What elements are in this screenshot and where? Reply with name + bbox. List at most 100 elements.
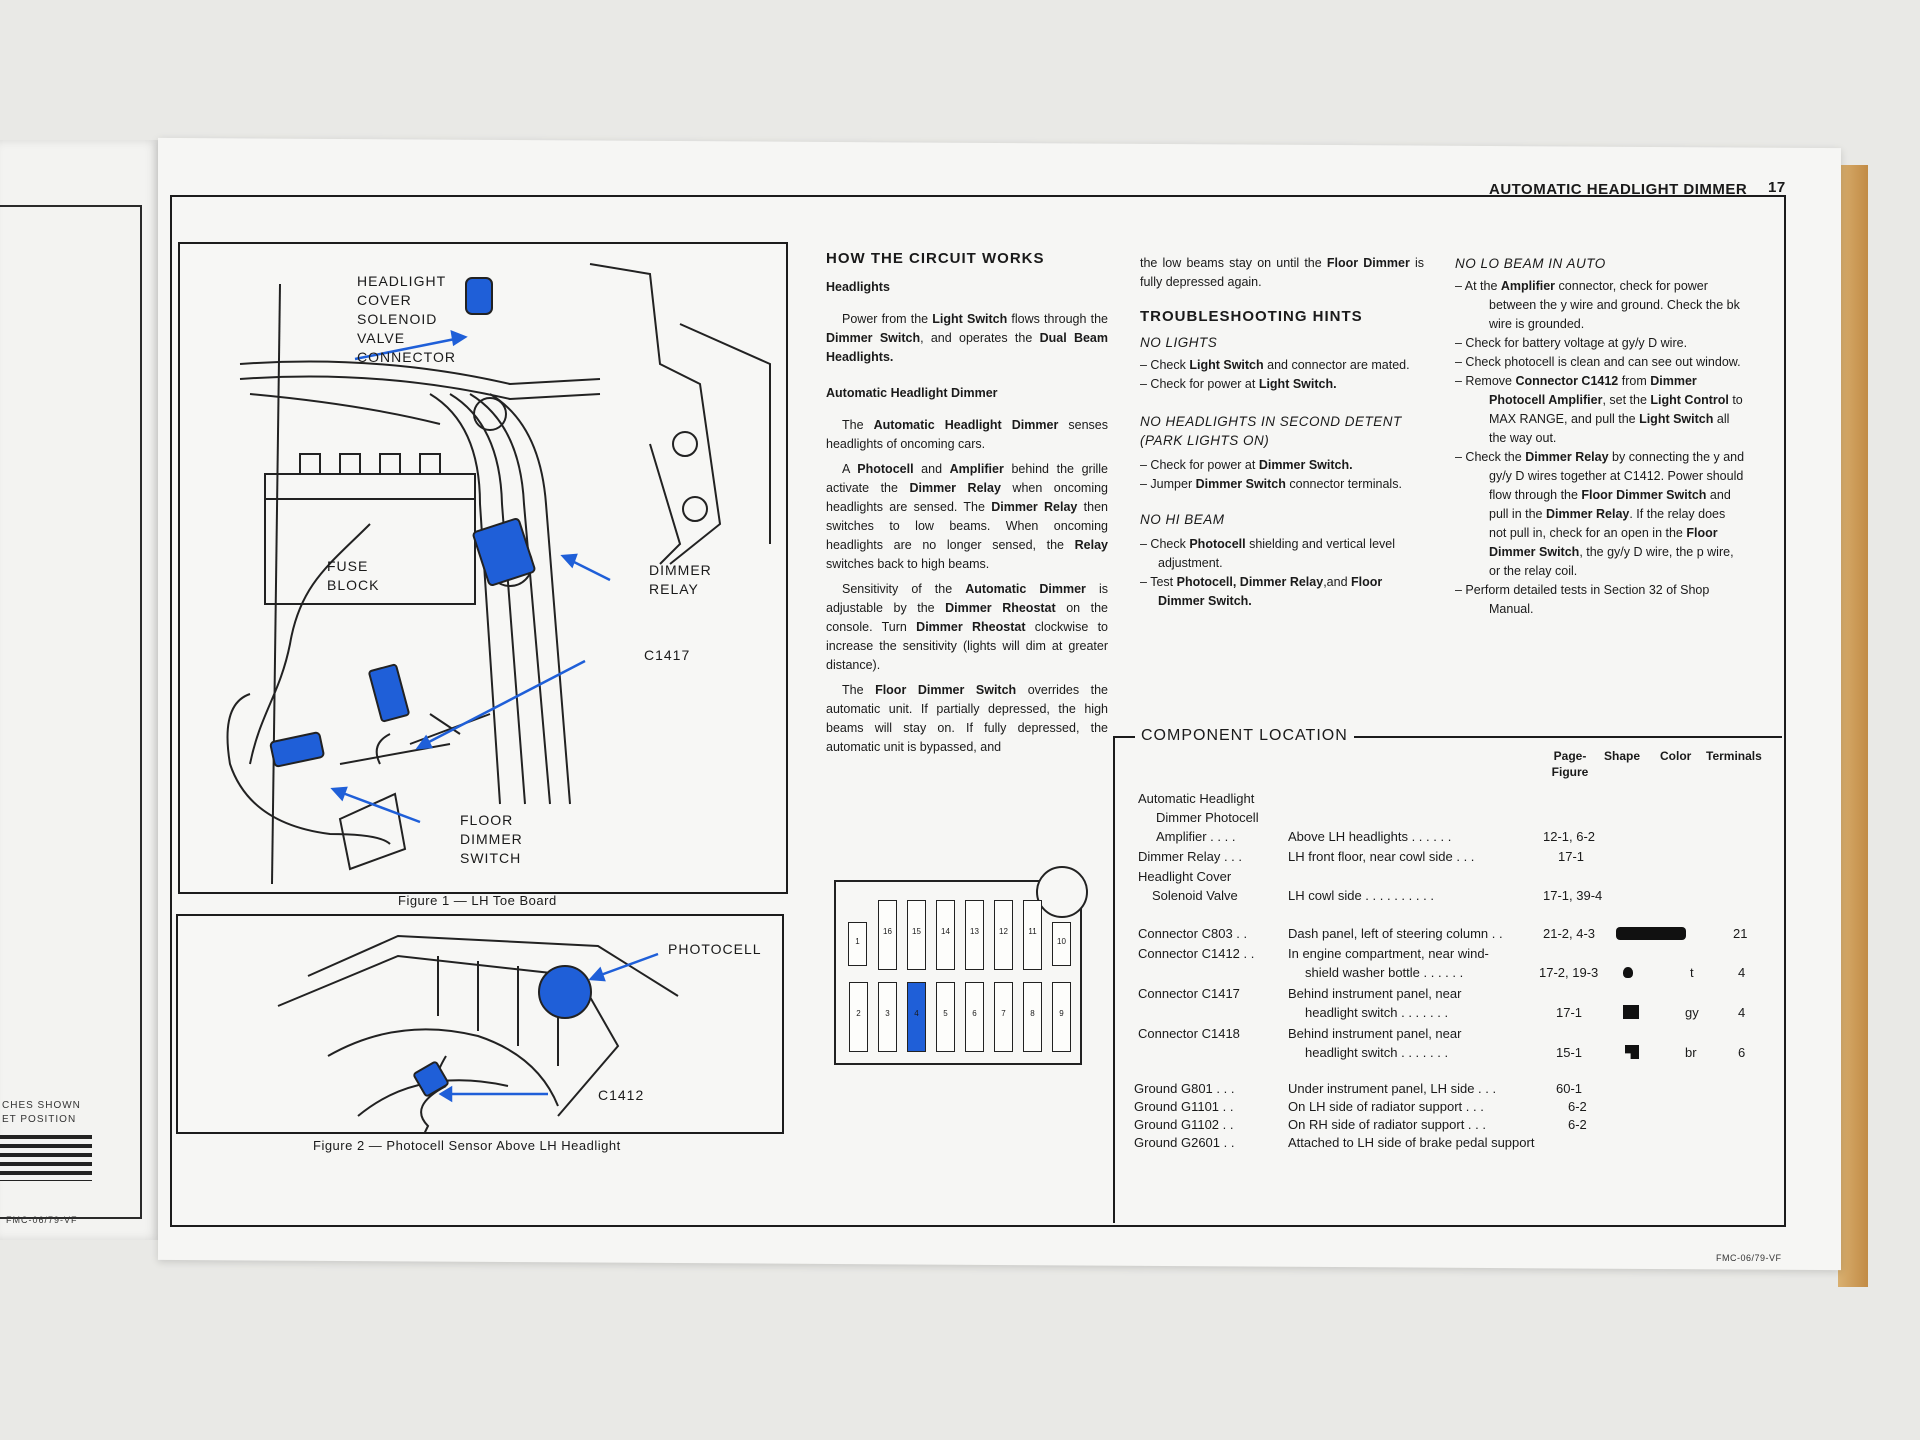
text: Sensitivity of the: [842, 582, 966, 596]
no-lo-beam-column: NO LO BEAM IN AUTO – At the Amplifier co…: [1455, 256, 1745, 619]
row-location: shield washer bottle . . . . . .: [1305, 965, 1464, 980]
col-header-color: Color: [1660, 749, 1692, 763]
table-row: Connector C803 . .Dash panel, left of st…: [1138, 924, 1778, 944]
paragraph-senses: The Automatic Headlight Dimmer senses he…: [826, 416, 1108, 454]
table-row: shield washer bottle . . . . . .17-2, 19…: [1138, 963, 1778, 984]
no-headlights-heading: NO HEADLIGHTS IN SECOND DETENT (PARK LIG…: [1140, 414, 1402, 448]
left-page: [0, 140, 160, 1240]
text: . If the relay does not pull in, check f…: [1489, 507, 1726, 540]
text: – Remove: [1455, 374, 1516, 388]
label-headlight-cover-solenoid-valve-connector: HEADLIGHT COVER SOLENOID VALVE CONNECTOR: [357, 272, 456, 367]
paragraph-photocell: A Photocell and Amplifier behind the gri…: [826, 460, 1108, 574]
c1412-connector-part: [413, 1061, 449, 1097]
text: overrides the automatic unit. If partial…: [826, 683, 1108, 754]
text: Dimmer Rheostat: [916, 620, 1026, 634]
table-row: Ground G1101 . .On LH side of radiator s…: [1134, 1097, 1778, 1115]
text: – Check for power at: [1140, 377, 1259, 391]
label-photocell: PHOTOCELL: [668, 941, 762, 957]
text: then switches to low beams. When oncomin…: [826, 500, 1108, 552]
paragraph-power-flow: Power from the Light Switch flows throug…: [826, 310, 1108, 367]
text: to MAX RANGE, and pull the: [1489, 393, 1743, 426]
text: Dimmer Switch: [826, 331, 921, 345]
text: Light Switch: [1639, 412, 1714, 426]
toe-board-illustration: [226, 263, 771, 885]
text: Amplifier: [1500, 279, 1556, 293]
text: connector, check for power between the y…: [1489, 279, 1740, 331]
row-page-figure: 17-1: [1556, 1005, 1583, 1020]
text: Dimmer Relay: [1525, 450, 1609, 464]
text: Dimmer Relay: [909, 481, 1001, 495]
fuse-9: 9: [1052, 982, 1071, 1052]
fuse-6: 6: [965, 982, 984, 1052]
text: behind the grille activate the: [826, 462, 1108, 495]
figure-2-box: [176, 914, 784, 1157]
auto-dimmer-heading: Automatic Headlight Dimmer: [826, 386, 998, 400]
fuse-3: 3: [878, 982, 897, 1052]
no-lights-item-2: – Check for power at Light Switch.: [1140, 375, 1424, 394]
text: when oncoming headlights are sensed. The: [826, 481, 1109, 514]
component-location-heading: COMPONENT LOCATION: [1135, 727, 1354, 745]
connector-shape-icon: [1623, 1005, 1639, 1019]
figure-2-caption: Figure 2 — Photocell Sensor Above LH Hea…: [313, 1138, 621, 1153]
row-terminals: 4: [1738, 965, 1746, 980]
troubleshooting-column: the low beams stay on until the Floor Di…: [1140, 254, 1424, 611]
label-line: SOLENOID: [357, 311, 438, 327]
fuse-4-highlighted: 4: [907, 982, 926, 1052]
fuse-8: 8: [1023, 982, 1042, 1052]
table-row: Ground G2601 . .Attached to LH side of b…: [1134, 1133, 1778, 1151]
text: shielding and vertical level adjustment.: [1158, 537, 1395, 570]
no-lo-item-2: – Check for battery voltage at gy/y D wi…: [1455, 336, 1688, 350]
row-location: Behind instrument panel, near: [1288, 986, 1462, 1001]
text: on the console. Turn: [826, 601, 1108, 634]
text: Floor Dimmer Switch.: [1158, 575, 1383, 608]
text: Dimmer Relay: [1545, 507, 1630, 521]
text: is fully depressed again.: [1140, 256, 1425, 289]
text: clockwise to increase the sensitivity (l…: [826, 620, 1109, 672]
text: Light Switch: [1189, 358, 1264, 372]
label-line: COVER: [357, 292, 412, 308]
text: Amplifier: [949, 462, 1004, 476]
left-page-note-2: ET POSITION: [2, 1114, 77, 1125]
table-row: Dimmer Relay . . .LH front floor, near c…: [1138, 847, 1778, 867]
text: The: [842, 418, 874, 432]
col-header-terminals: Terminals: [1706, 749, 1762, 763]
row-location: On RH side of radiator support . . .: [1288, 1117, 1486, 1132]
left-page-footer: FMC-06/79-VF: [6, 1215, 78, 1225]
text: Floor Dimmer Switch: [875, 683, 1017, 697]
fuse-7: 7: [994, 982, 1013, 1052]
label-line: HEADLIGHT: [357, 273, 447, 289]
text: – Test: [1140, 575, 1177, 589]
no-lights-heading: NO LIGHTS: [1140, 335, 1218, 350]
component-table: Automatic Headlight Dimmer Photocell Amp…: [1134, 789, 1778, 1151]
row-terminals: 4: [1738, 1005, 1746, 1020]
connector-shape-icon: [1625, 1045, 1639, 1059]
text: Connector C1412: [1515, 374, 1619, 388]
row-name: Connector C1417: [1138, 986, 1240, 1001]
no-headlights-item-2: – Jumper Dimmer Switch connector termina…: [1140, 475, 1424, 494]
troubleshooting-heading: TROUBLESHOOTING HINTS: [1140, 308, 1363, 325]
redaction-mark: [1616, 927, 1686, 940]
text: switches back to high beams.: [826, 557, 990, 571]
row-name: Amplifier . . . .: [1156, 829, 1236, 844]
text: , and operates the: [920, 331, 1040, 345]
table-row: Ground G801 . . .Under instrument panel,…: [1134, 1079, 1778, 1097]
row-page-figure: 15-1: [1556, 1045, 1583, 1060]
fuse-5: 5: [936, 982, 955, 1052]
fuse-2: 2: [849, 982, 868, 1052]
no-headlights-item-1: – Check for power at Dimmer Switch.: [1140, 456, 1424, 475]
c1417-connector-part: [368, 663, 410, 723]
text: Photocell, Dimmer Relay: [1176, 575, 1324, 589]
text: Photocell: [1189, 537, 1246, 551]
label-line: FUSE: [327, 558, 369, 574]
fuse-11: 11: [1023, 900, 1042, 970]
text: senses headlights of oncoming cars.: [826, 418, 1108, 451]
text: – Check the: [1455, 450, 1526, 464]
label-line: BLOCK: [327, 577, 380, 593]
page-number: 17: [1768, 179, 1786, 196]
no-lo-item-4: – Remove Connector C1412 from Dimmer Pho…: [1455, 372, 1745, 448]
col-header-shape: Shape: [1604, 749, 1641, 763]
row-page-figure: 17-1, 39-4: [1543, 888, 1603, 903]
row-name: Ground G801 . . .: [1134, 1081, 1235, 1096]
connector-shape-icon: [1623, 967, 1633, 978]
